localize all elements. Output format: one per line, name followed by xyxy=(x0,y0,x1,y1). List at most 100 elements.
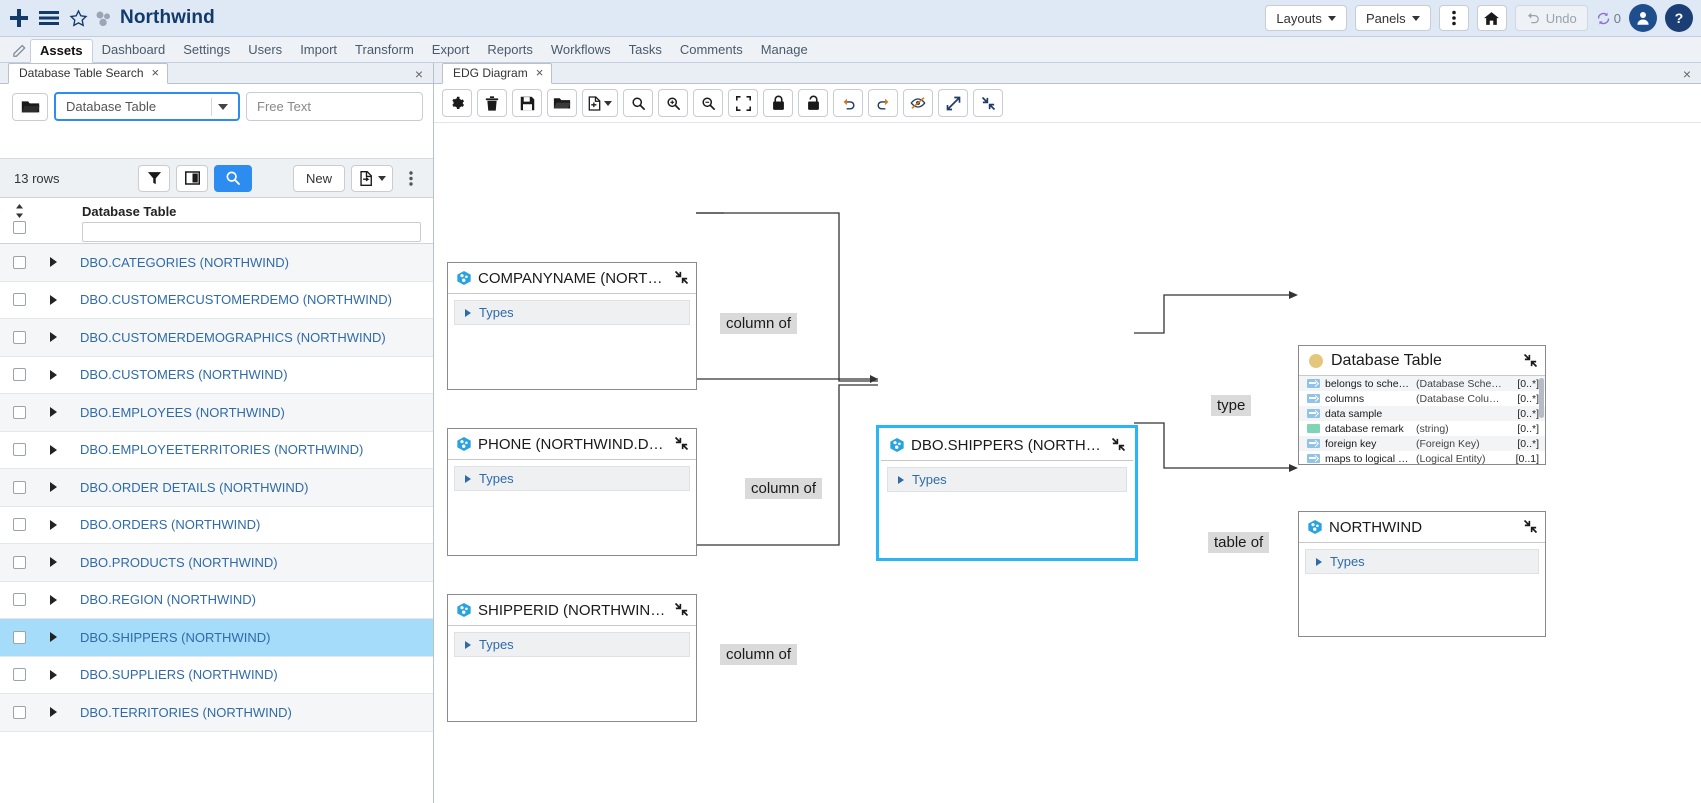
row-checkbox[interactable] xyxy=(12,668,26,682)
collapse-icon[interactable] xyxy=(1523,519,1538,534)
row-checkbox[interactable] xyxy=(12,405,26,419)
settings-gear-icon-button[interactable] xyxy=(442,89,472,117)
menu-item-comments[interactable]: Comments xyxy=(679,42,743,57)
row-label[interactable]: DBO.EMPLOYEETERRITORIES (NORTHWIND) xyxy=(80,442,364,458)
select-all-checkbox[interactable] xyxy=(12,221,26,234)
tab-close-icon[interactable]: × xyxy=(535,65,544,80)
table-row[interactable]: DBO.EMPLOYEES (NORTHWIND) xyxy=(0,394,433,432)
more-options-button[interactable] xyxy=(1438,5,1469,31)
table-row[interactable]: DBO.CUSTOMERCUSTOMERDEMO (NORTHWIND) xyxy=(0,282,433,319)
menu-item-import[interactable]: Import xyxy=(300,42,338,57)
node-header[interactable]: COMPANYNAME (NORT… xyxy=(448,263,696,294)
row-checkbox[interactable] xyxy=(12,255,26,269)
delete-trash-icon-button[interactable] xyxy=(477,89,507,117)
menu-item-reports[interactable]: Reports xyxy=(487,42,533,57)
table-row[interactable]: DBO.CATEGORIES (NORTHWIND) xyxy=(0,244,433,282)
row-checkbox[interactable] xyxy=(12,480,26,494)
sync-status[interactable]: 0 xyxy=(1596,11,1621,26)
table-row[interactable]: DBO.CUSTOMERDEMOGRAPHICS (NORTHWIND) xyxy=(0,319,433,357)
tab-edg-diagram[interactable]: EDG Diagram × xyxy=(442,63,553,84)
node-header[interactable]: PHONE (NORTHWIND.D… xyxy=(448,429,696,460)
undo-icon-button[interactable] xyxy=(833,89,863,117)
row-checkbox[interactable] xyxy=(12,368,26,382)
node-types-section[interactable]: Types xyxy=(887,467,1127,492)
collapse-icon[interactable] xyxy=(674,436,689,451)
diagram-node-phone[interactable]: PHONE (NORTHWIND.D… Types xyxy=(447,428,697,556)
right-panel-close-icon[interactable]: × xyxy=(1682,66,1691,82)
menu-item-transform[interactable]: Transform xyxy=(355,42,414,57)
free-text-search-input[interactable]: Free Text xyxy=(246,92,423,121)
diagram-node-shipperid[interactable]: SHIPPERID (NORTHWIN… Types xyxy=(447,594,697,722)
table-row[interactable]: DBO.ORDER DETAILS (NORTHWIND) xyxy=(0,469,433,507)
menu-item-users[interactable]: Users xyxy=(248,42,283,57)
row-expand-cell[interactable] xyxy=(38,669,68,680)
menu-item-dashboard[interactable]: Dashboard xyxy=(101,42,166,57)
tab-database-table-search[interactable]: Database Table Search × xyxy=(8,63,169,84)
avatar[interactable] xyxy=(1629,4,1657,32)
node-header[interactable]: SHIPPERID (NORTHWIN… xyxy=(448,595,696,626)
asset-collection-icon[interactable] xyxy=(92,7,114,29)
row-label[interactable]: DBO.CUSTOMERCUSTOMERDEMO (NORTHWIND) xyxy=(80,292,392,308)
plus-icon[interactable] xyxy=(6,5,32,31)
browse-folder-button[interactable] xyxy=(12,92,48,121)
class-node-collapse-button[interactable] xyxy=(1523,353,1539,369)
lock-closed-icon-button[interactable] xyxy=(763,89,793,117)
fit-screen-icon-button[interactable] xyxy=(728,89,758,117)
node-types-section[interactable]: Types xyxy=(454,632,690,657)
node-types-section[interactable]: Types xyxy=(454,466,690,491)
property-scrollbar[interactable] xyxy=(1539,378,1544,418)
row-label[interactable]: DBO.ORDERS (NORTHWIND) xyxy=(80,517,261,533)
layouts-button[interactable]: Layouts xyxy=(1265,5,1347,31)
row-checkbox[interactable] xyxy=(12,630,26,644)
collapse-icon[interactable] xyxy=(674,602,689,617)
column-filter-input[interactable] xyxy=(82,222,421,242)
row-expand-cell[interactable] xyxy=(38,707,68,718)
node-collapse-button[interactable] xyxy=(674,436,690,452)
filter-button[interactable] xyxy=(138,164,170,192)
row-label[interactable]: DBO.SUPPLIERS (NORTHWIND) xyxy=(80,667,278,683)
row-expand-cell[interactable] xyxy=(38,519,68,530)
class-property-row[interactable]: database remark(string)[0..*] xyxy=(1299,421,1545,436)
row-label[interactable]: DBO.REGION (NORTHWIND) xyxy=(80,592,256,608)
menu-item-export[interactable]: Export xyxy=(431,42,470,57)
table-row[interactable]: DBO.PRODUCTS (NORTHWIND) xyxy=(0,544,433,582)
node-header[interactable]: NORTHWIND xyxy=(1299,512,1545,543)
table-row[interactable]: DBO.REGION (NORTHWIND) xyxy=(0,582,433,619)
collapse-icon[interactable] xyxy=(1111,437,1126,452)
row-checkbox[interactable] xyxy=(12,293,26,307)
node-collapse-button[interactable] xyxy=(674,602,690,618)
row-checkbox[interactable] xyxy=(12,593,26,607)
diagram-node-companyname[interactable]: COMPANYNAME (NORT…Types xyxy=(447,262,697,390)
row-expand-cell[interactable] xyxy=(38,369,68,380)
menu-item-tasks[interactable]: Tasks xyxy=(628,42,662,57)
node-collapse-button[interactable] xyxy=(674,270,690,286)
home-button[interactable] xyxy=(1476,5,1507,31)
zoom-in-icon-button[interactable] xyxy=(658,89,688,117)
table-row[interactable]: DBO.EMPLOYEETERRITORIES (NORTHWIND) xyxy=(0,432,433,469)
columns-button[interactable] xyxy=(176,164,208,192)
node-header[interactable]: DBO.SHIPPERS (NORTH… xyxy=(881,430,1133,461)
hide-eye-icon-button[interactable] xyxy=(903,89,933,117)
row-checkbox[interactable] xyxy=(12,443,26,457)
undo-button[interactable]: Undo xyxy=(1514,5,1588,31)
table-row[interactable]: DBO.SHIPPERS (NORTHWIND) xyxy=(0,619,433,657)
class-property-row[interactable]: columns(Database Colu…[0..*] xyxy=(1299,391,1545,406)
row-label[interactable]: DBO.SHIPPERS (NORTHWIND) xyxy=(80,629,271,645)
menu-item-workflows[interactable]: Workflows xyxy=(550,42,611,57)
class-property-row[interactable]: data sample[0..*] xyxy=(1299,406,1545,421)
table-row[interactable]: DBO.ORDERS (NORTHWIND) xyxy=(0,507,433,544)
row-checkbox[interactable] xyxy=(12,705,26,719)
diagram-node-shippers[interactable]: DBO.SHIPPERS (NORTH… Types xyxy=(876,425,1138,561)
collapse-icon[interactable] xyxy=(674,270,689,285)
row-expand-cell[interactable] xyxy=(38,482,68,493)
menu-item-settings[interactable]: Settings xyxy=(183,42,231,57)
class-property-row[interactable]: maps to logical …(Logical Entity)[0..1] xyxy=(1299,451,1545,464)
edit-pencil-icon[interactable] xyxy=(8,40,30,60)
row-expand-cell[interactable] xyxy=(38,632,68,643)
class-node-header[interactable]: Database Table xyxy=(1299,346,1545,376)
save-icon-button[interactable] xyxy=(512,89,542,117)
table-row[interactable]: DBO.CUSTOMERS (NORTHWIND) xyxy=(0,357,433,394)
collapse-icon[interactable] xyxy=(1523,353,1538,368)
